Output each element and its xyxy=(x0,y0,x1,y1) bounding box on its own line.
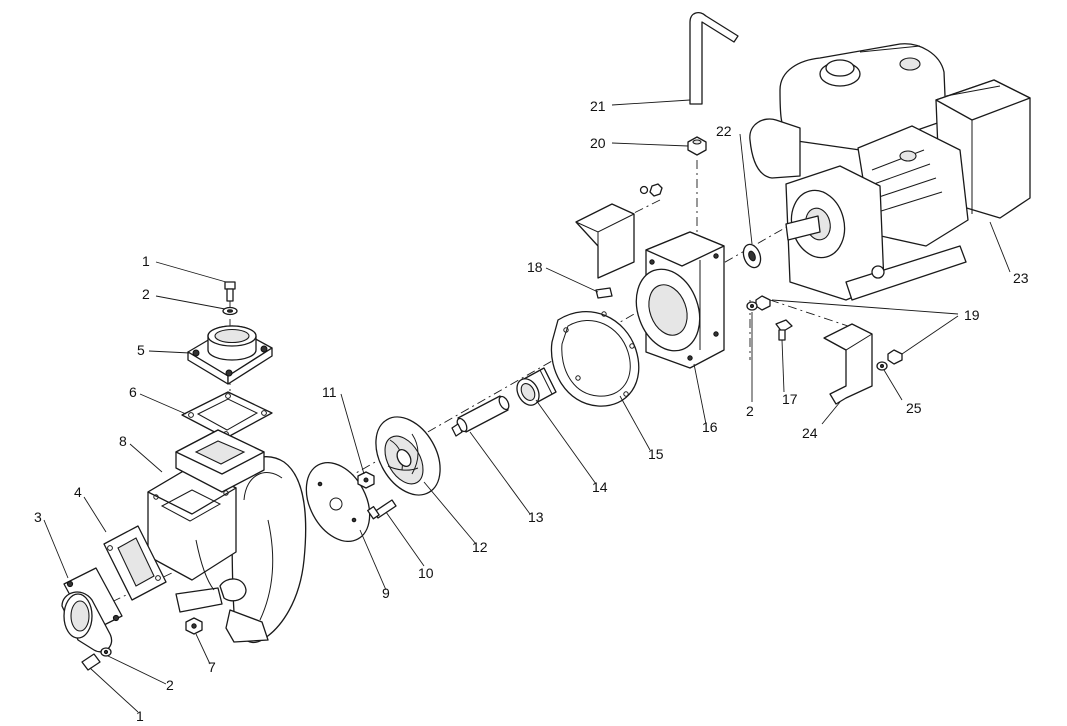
part-14-mechanical-seal xyxy=(516,367,557,406)
callout-10: 10 xyxy=(418,565,434,581)
part-10-wear-plate-bolt xyxy=(367,499,397,520)
callout-21: 21 xyxy=(590,98,606,114)
part-5-discharge-flange xyxy=(187,325,273,385)
callout-15: 15 xyxy=(648,446,664,462)
callout-labels: 1 2 5 6 8 4 3 2 1 7 11 9 10 12 13 14 15 … xyxy=(34,98,1029,724)
callout-11: 11 xyxy=(322,384,337,400)
part-2-engine-washer xyxy=(746,301,758,311)
callout-20: 20 xyxy=(590,135,606,151)
part-2-top-washer xyxy=(222,306,238,316)
callout-16: 16 xyxy=(702,419,718,435)
callout-1-top: 1 xyxy=(142,253,150,269)
part-19-nuts xyxy=(755,295,903,365)
callout-23: 23 xyxy=(1013,270,1029,286)
callout-3: 3 xyxy=(34,509,42,525)
part-1-top-bolt xyxy=(224,281,236,302)
callout-14: 14 xyxy=(592,479,608,495)
part-24-left-bracket xyxy=(575,203,635,279)
part-25-washer xyxy=(876,361,888,371)
bracket-nut-washer xyxy=(639,183,663,197)
part-7-drain-plug xyxy=(185,617,203,635)
callout-4: 4 xyxy=(74,484,82,500)
part-21-lifting-handle xyxy=(689,11,739,105)
callout-5: 5 xyxy=(137,342,145,358)
part-18-adapter-bolt xyxy=(595,287,613,299)
part-17-engine-bolt xyxy=(775,319,793,341)
callout-7: 7 xyxy=(208,659,216,675)
callout-19: 19 xyxy=(964,307,980,323)
part-23-engine xyxy=(749,43,1031,301)
part-15-seal-plate-gasket xyxy=(550,310,640,407)
callout-12: 12 xyxy=(472,539,488,555)
part-3-suction-flange xyxy=(61,567,123,653)
part-4-suction-gasket xyxy=(103,525,167,601)
callout-9: 9 xyxy=(382,585,390,601)
callout-2-engine: 2 xyxy=(746,403,754,419)
part-6-discharge-gasket xyxy=(181,391,273,439)
part-13-shaft-sleeve xyxy=(451,395,510,437)
callout-2-top: 2 xyxy=(142,286,150,302)
part-12-impeller xyxy=(375,416,441,496)
callout-8: 8 xyxy=(119,433,127,449)
callout-13: 13 xyxy=(528,509,544,525)
part-16-seal-plate-adapter xyxy=(635,231,725,369)
callout-17: 17 xyxy=(782,391,798,407)
callout-18: 18 xyxy=(527,259,543,275)
leader-lines xyxy=(43,99,1011,713)
part-24-right-bracket xyxy=(823,323,873,405)
part-11-nut xyxy=(357,471,375,489)
callout-2-bottom: 2 xyxy=(166,677,174,693)
part-9-wear-plate xyxy=(305,462,371,542)
callout-1-bottom: 1 xyxy=(136,708,144,724)
callout-22: 22 xyxy=(716,123,732,139)
part-2-bottom-washer xyxy=(100,647,112,657)
callout-25: 25 xyxy=(906,400,922,416)
callout-24: 24 xyxy=(802,425,818,441)
part-1-bottom-bolt xyxy=(81,653,101,671)
part-20-handle-nut xyxy=(687,136,707,156)
part-22-shaft-key xyxy=(742,243,762,269)
part-8-pump-housing xyxy=(147,429,307,644)
callout-6: 6 xyxy=(129,384,137,400)
